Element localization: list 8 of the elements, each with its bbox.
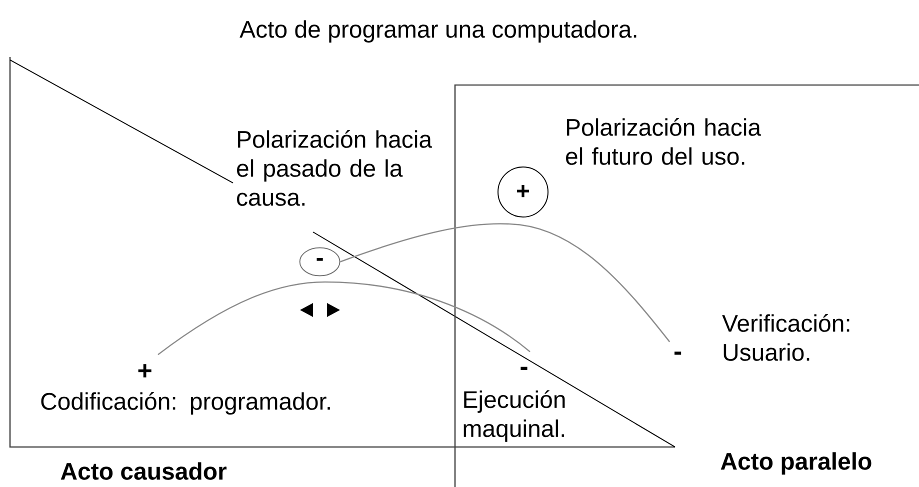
annotation-text: Polarización hacia el pasado de la causa. [237, 130, 432, 206]
curve-line [158, 281, 530, 356]
annotation-text: Polarización hacia el futuro del uso. [566, 118, 762, 165]
curve-line [340, 223, 670, 342]
signed-label: - Verificación: Usuario. [674, 314, 850, 361]
signed-label: - Ejecución maquinal. [464, 366, 565, 442]
title: Acto de programar una computadora. [240, 20, 636, 43]
signed-label: + Codificación: programador. [41, 364, 330, 415]
